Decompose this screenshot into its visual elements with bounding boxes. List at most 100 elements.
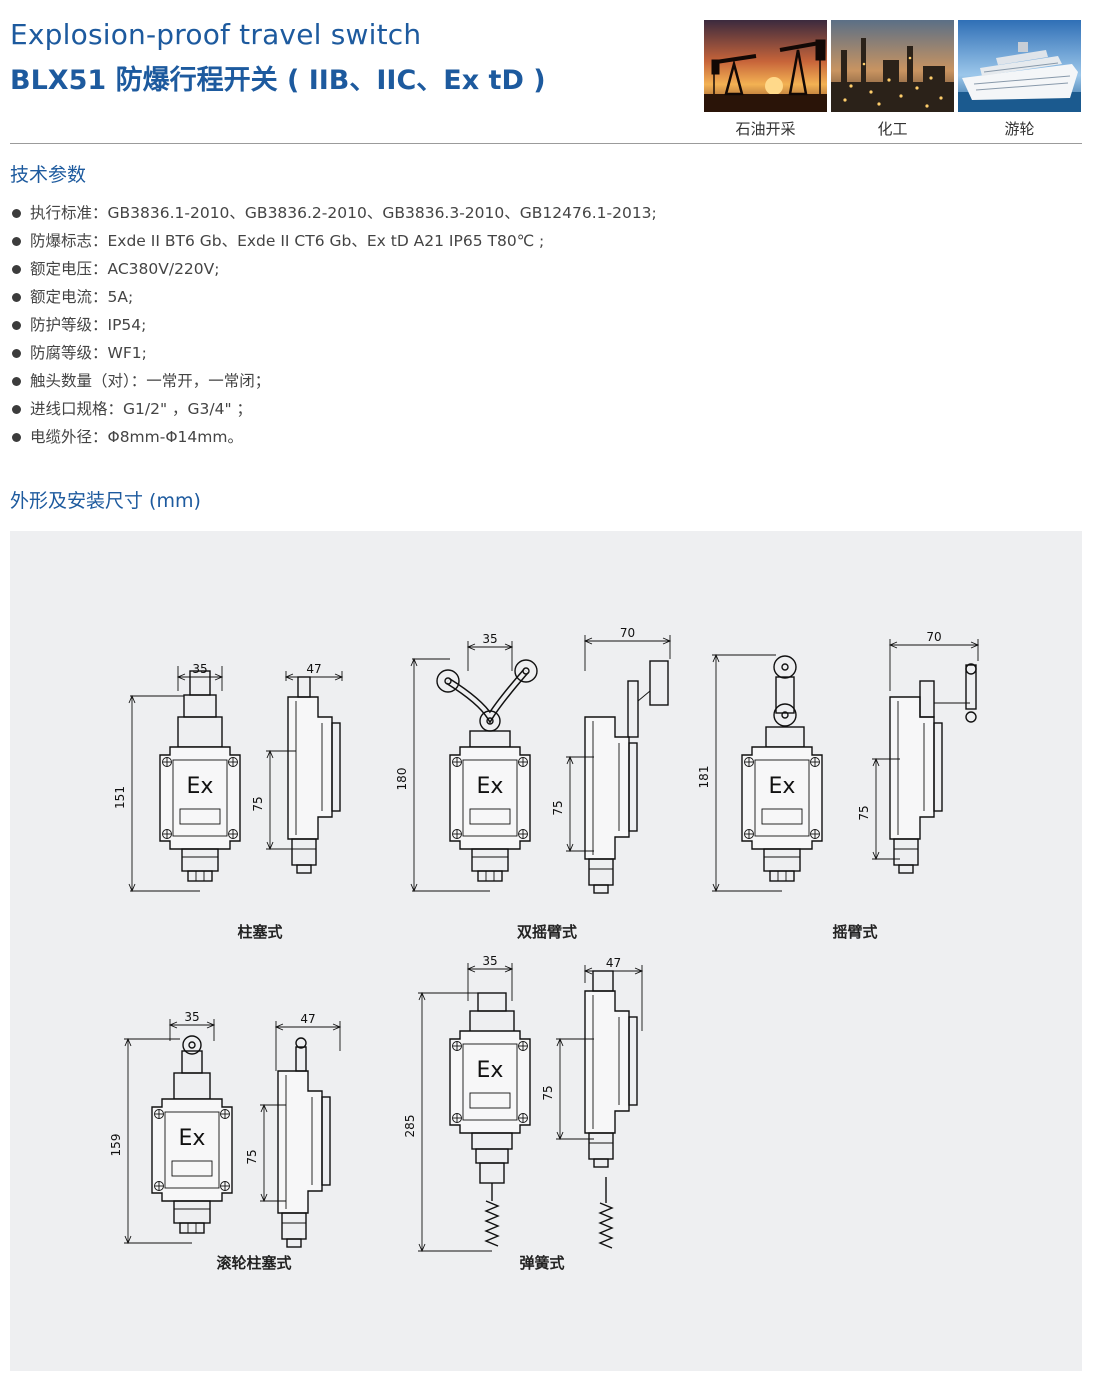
spec-list: 执行标准：GB3836.1-2010、GB3836.2-2010、GB3836.… [10, 201, 657, 453]
dim-height-arrow-bottom [124, 1235, 132, 1245]
side-plunger [297, 676, 311, 698]
plunger-neck [177, 716, 223, 748]
dim-depth-arrow-right [662, 637, 672, 645]
side-flange [628, 742, 638, 832]
roller-left [436, 669, 460, 693]
side-flange [933, 722, 943, 812]
gland-nut [179, 1222, 205, 1234]
rocker-arms-inner [446, 669, 528, 721]
cable-gland [471, 848, 509, 872]
enclosure-cover [164, 1111, 220, 1189]
dim-width-arrow-left [168, 1021, 178, 1029]
dim-width-label: 35 [184, 1010, 199, 1024]
dim-mount-label: 75 [551, 800, 565, 815]
roller-left-hub [444, 677, 452, 685]
photo-caption-chemical: 化工 [877, 120, 908, 138]
variant-caption: 柱塞式 [237, 923, 282, 941]
dim-depth-arrow-left [583, 637, 593, 645]
ex-mark: Ex [769, 774, 796, 799]
dim-depth-label: 70 [926, 630, 941, 644]
gland-upper [471, 1132, 513, 1150]
pivot-hub [486, 717, 494, 725]
side-profile [277, 1070, 323, 1214]
dim-height-label: 151 [113, 786, 127, 809]
dim-width-arrow-left [466, 643, 476, 651]
side-rocker [965, 664, 977, 710]
dim-width-arrow-left [466, 965, 476, 973]
nameplate [469, 808, 511, 825]
ex-mark: Ex [179, 1126, 206, 1151]
roller-hub [781, 663, 789, 671]
ex-mark: Ex [477, 774, 504, 799]
side-gland-nut [286, 1238, 302, 1248]
application-photos: 石油开采 化工 [704, 20, 1082, 140]
enclosure-cover [462, 1043, 518, 1121]
side-profile [584, 716, 630, 860]
dim-mount-label: 75 [541, 1085, 555, 1100]
specs-heading: 技术参数 [10, 164, 87, 186]
side-flange [321, 1096, 331, 1186]
dim-width-label: 35 [192, 662, 207, 676]
roller-hub [188, 1041, 196, 1049]
spring-cap [477, 992, 507, 1012]
side-profile [287, 696, 333, 840]
side-gland-nut [593, 1158, 609, 1168]
chemical-plant-photo [831, 20, 954, 112]
spec-item: 额定电压：AC380V/220V; [10, 257, 657, 285]
title-chinese: BLX51 防爆行程开关 ( IIB、IIC、Ex tD ) [10, 65, 546, 96]
rocker-arm [775, 676, 795, 714]
gland-nut [769, 870, 795, 882]
pivot [773, 703, 797, 727]
dim-mount-label: 75 [245, 1149, 259, 1164]
dim-depth-arrow-left [583, 967, 593, 975]
nameplate [179, 808, 221, 825]
dim-height-arrow-bottom [410, 883, 418, 893]
dim-height-arrow-bottom [418, 1243, 426, 1253]
dim-mount-arrow-top [266, 749, 274, 759]
variant-caption: 双摇臂式 [517, 923, 577, 941]
variant-caption: 滚轮柱塞式 [216, 1254, 291, 1272]
spring-coil [484, 1200, 500, 1247]
side-gland [588, 1132, 614, 1160]
nameplate [469, 1092, 511, 1109]
dim-mount-arrow-top [872, 757, 880, 767]
oil-pumpjack-photo [704, 20, 827, 112]
rocker-neck [765, 726, 805, 748]
dim-height-arrow-top [712, 653, 720, 663]
cable-gland [173, 1200, 211, 1224]
dim-height-arrow-top [128, 694, 136, 704]
side-arm [627, 680, 639, 738]
spec-item: 防爆标志：Exde II BT6 Gb、Exde II CT6 Gb、Ex tD… [10, 229, 657, 257]
side-gland-nut [296, 864, 312, 874]
side-gland [291, 838, 317, 866]
dim-depth-label: 47 [306, 662, 321, 676]
dim-height-label: 180 [395, 768, 409, 791]
dim-depth-arrow-right [970, 641, 980, 649]
side-roller [965, 663, 977, 675]
dim-depth-arrow-right [634, 967, 644, 975]
ex-mark: Ex [477, 1058, 504, 1083]
nameplate [171, 1160, 213, 1177]
dim-height-label: 285 [403, 1115, 417, 1138]
pivot-hub [781, 711, 789, 719]
dim-height-arrow-top [418, 991, 426, 1001]
side-plunger [295, 1046, 307, 1072]
photo-caption-cruise: 游轮 [1004, 120, 1035, 138]
dim-height-arrow-bottom [128, 883, 136, 893]
side-gland [281, 1212, 307, 1240]
cruise-ship-photo [958, 20, 1081, 112]
roller [182, 1035, 202, 1055]
dim-mount-arrow-bottom [260, 1193, 268, 1203]
spec-item: 进线口规格：G1/2" ，G3/4" ； [10, 397, 657, 425]
side-gland [588, 858, 614, 886]
dim-width-arrow-right [504, 965, 514, 973]
side-flange [331, 722, 341, 812]
side-arm-block [919, 680, 935, 718]
dim-height-arrow-top [410, 657, 418, 667]
